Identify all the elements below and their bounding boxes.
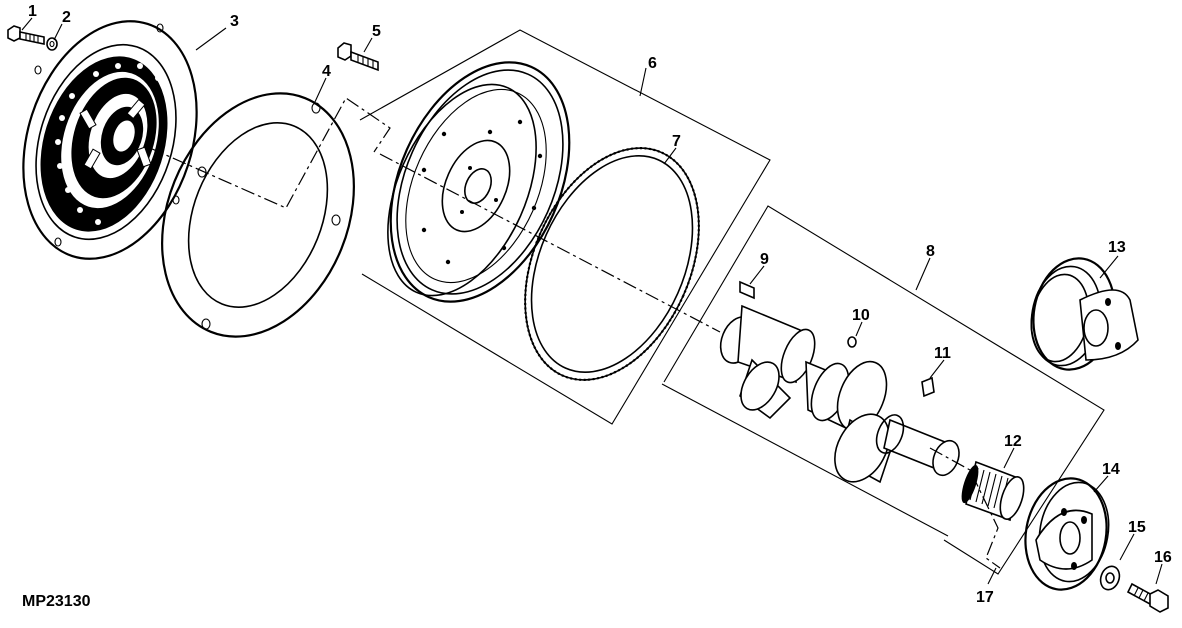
part-12-crankshaft-gear <box>961 460 1025 522</box>
part-14-pulley <box>1024 477 1110 591</box>
bracket-part-6 <box>359 29 771 425</box>
callout-4: 4 <box>322 63 331 80</box>
bracket-part-8 <box>663 205 1105 575</box>
callout-10: 10 <box>852 307 870 324</box>
callout-3: 3 <box>230 13 239 30</box>
callout-16: 16 <box>1154 549 1172 566</box>
callout-8: 8 <box>926 243 935 260</box>
part-8-crankshaft <box>719 304 960 484</box>
part-4-spacer-plate <box>161 92 355 338</box>
part-15-washer <box>1099 565 1121 591</box>
callout-9: 9 <box>760 251 769 268</box>
callout-12: 12 <box>1004 433 1022 450</box>
callout-13: 13 <box>1108 239 1126 256</box>
part-6-flywheel <box>387 61 571 303</box>
callout-6: 6 <box>648 55 657 72</box>
leader-lines <box>21 17 1163 585</box>
part-11-dowel <box>921 376 935 398</box>
callout-11: 11 <box>934 345 951 362</box>
callout-15: 15 <box>1128 519 1146 536</box>
callout-5: 5 <box>372 23 381 40</box>
part-13-pulley <box>1030 257 1139 371</box>
callout-14: 14 <box>1102 461 1120 478</box>
part-1-bolt <box>7 25 45 45</box>
callout-1: 1 <box>28 3 37 20</box>
figure-id: MP23130 <box>22 593 91 610</box>
callout-17: 17 <box>976 589 994 606</box>
assembly-centerline <box>149 97 1001 569</box>
callout-2: 2 <box>62 9 71 26</box>
part-3-clutch-disc <box>22 20 198 260</box>
part-2-washer <box>46 37 58 51</box>
part-16-bolt <box>1126 582 1169 613</box>
callout-7: 7 <box>672 133 681 150</box>
part-9-key <box>739 280 755 300</box>
callout-labels: 1 2 3 4 5 6 7 8 9 10 11 12 13 14 15 16 1… <box>28 3 1172 606</box>
part-10-plug <box>847 336 857 348</box>
part-5-bolt <box>337 42 379 72</box>
part-7-ring-gear <box>524 147 700 381</box>
